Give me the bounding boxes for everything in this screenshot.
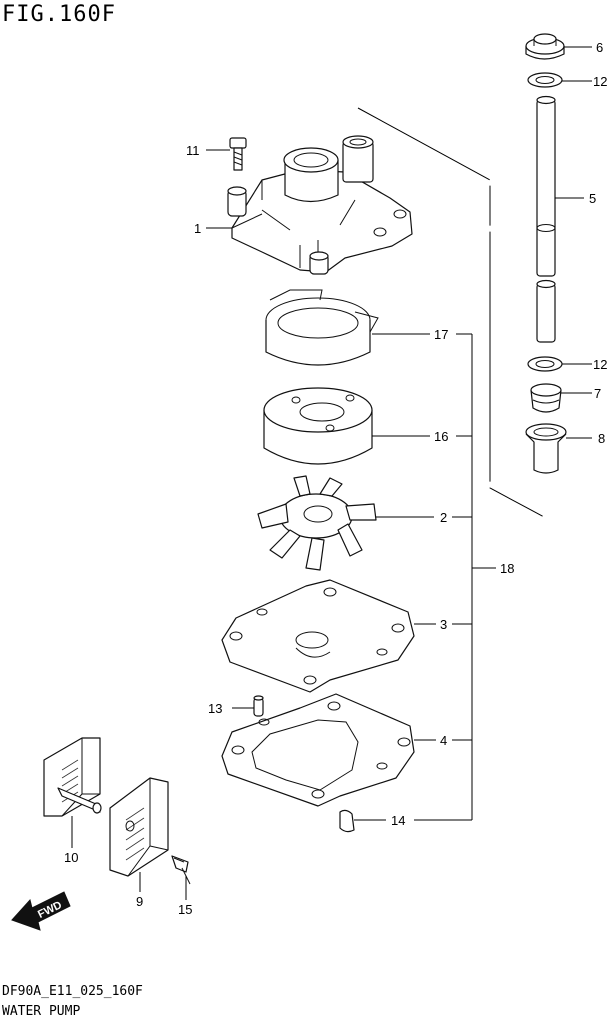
callout-12b: 12 [593, 357, 607, 372]
callout-9: 9 [136, 894, 143, 909]
cover-part [43, 737, 102, 817]
cover-part [109, 777, 169, 877]
gasket-part [221, 693, 415, 807]
impeller-part [257, 475, 377, 571]
drawing-code: DF90A_E11_025_160F [2, 984, 143, 999]
callout-1: 1 [194, 221, 201, 236]
callout-12a: 12 [593, 74, 607, 89]
liner-part [265, 289, 379, 366]
callout-14: 14 [391, 813, 405, 828]
seal-part [527, 356, 563, 372]
leader-lines [71, 46, 592, 900]
wear-plate-part [221, 579, 415, 693]
callout-17: 17 [434, 327, 448, 342]
figure-title: FIG.160F [2, 2, 116, 27]
callout-6: 6 [596, 40, 603, 55]
bushing-part [530, 383, 562, 413]
callout-18: 18 [500, 561, 514, 576]
grommet-part [525, 33, 565, 60]
callout-11: 11 [186, 143, 200, 158]
fwd-label: FWD [36, 899, 64, 921]
pin-part [253, 695, 264, 717]
seal-part [527, 72, 563, 88]
bolt-part [229, 137, 247, 171]
pump-case-part [227, 135, 413, 275]
callout-7: 7 [594, 386, 601, 401]
screw-part [171, 855, 191, 885]
callout-5: 5 [589, 191, 596, 206]
impeller-housing-part [263, 387, 373, 465]
key-part [339, 809, 355, 833]
callout-4: 4 [440, 733, 447, 748]
caption: WATER PUMP [2, 1004, 81, 1019]
water-tube-part [536, 95, 556, 343]
fwd-arrow-icon: FWD [11, 891, 71, 931]
callouts: 11 1 6 12 5 12 7 8 17 16 2 18 3 13 4 14 … [64, 40, 607, 917]
seal-rubber-part [525, 423, 567, 474]
callout-13: 13 [208, 701, 222, 716]
callout-8: 8 [598, 431, 605, 446]
callout-3: 3 [440, 617, 447, 632]
callout-2: 2 [440, 510, 447, 525]
callout-16: 16 [434, 429, 448, 444]
callout-10: 10 [64, 850, 78, 865]
callout-15: 15 [178, 902, 192, 917]
